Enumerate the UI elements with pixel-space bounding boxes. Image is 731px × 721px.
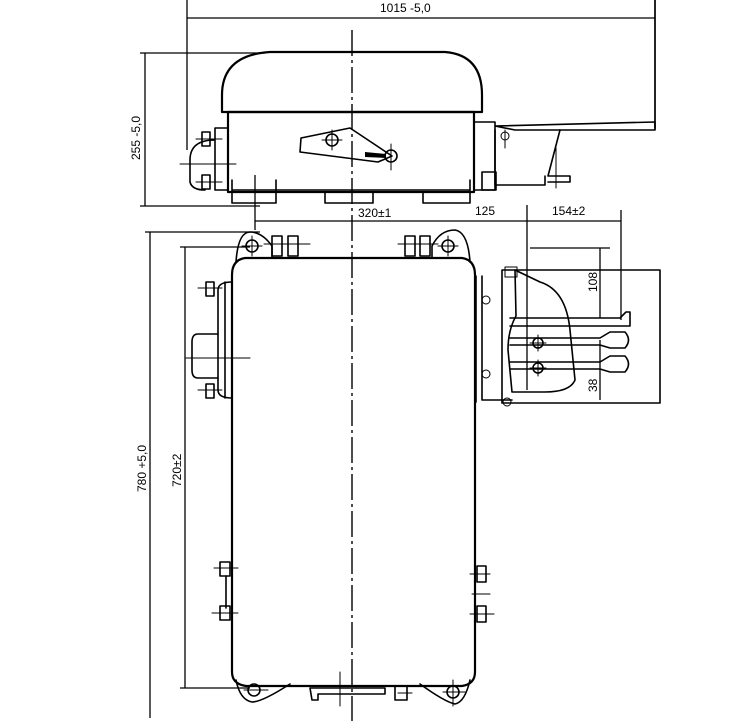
side-bolt-icon	[211, 561, 239, 621]
width-dimensions: 780 +5,0 720±2	[135, 231, 260, 718]
offset-dimensions: 320±1 125 154±2	[254, 175, 622, 390]
lifting-lug	[235, 679, 291, 703]
bolt-icon	[195, 174, 223, 190]
side-bolt-icon	[469, 565, 495, 623]
terminal-box-bolt	[481, 295, 491, 305]
left-cover-plate	[191, 333, 219, 379]
mounting-offset-label: 320±1	[358, 206, 392, 220]
terminal-lug	[509, 355, 630, 373]
terminal-box-bolt	[502, 397, 512, 407]
terminal-spacing-upper-label: 108	[586, 272, 600, 292]
bolt-icon	[197, 383, 223, 399]
left-flange	[189, 127, 229, 191]
bolt-icon	[195, 131, 223, 147]
top-body	[230, 256, 477, 688]
lifting-lug	[431, 229, 471, 263]
side-height-dimension: 255 -5,0	[129, 52, 265, 207]
terminal-box-width-label: 154±2	[552, 204, 586, 218]
bolt-icon	[263, 235, 311, 257]
lifting-lug	[419, 679, 471, 705]
side-height-label: 255 -5,0	[129, 116, 143, 160]
lifting-lug	[235, 231, 273, 263]
side-terminal-bracket	[473, 121, 656, 191]
terminal-box: 108 38	[475, 247, 661, 407]
terminal-spacing-lower-label: 38	[586, 378, 600, 392]
terminal-box-bolt	[481, 369, 491, 379]
overall-width-label: 780 +5,0	[135, 445, 149, 492]
overall-length-dimension: 1015 -5,0	[186, 0, 656, 150]
mounting-width-label: 720±2	[170, 453, 184, 487]
top-view	[185, 229, 495, 707]
terminal-lug	[509, 331, 630, 349]
terminal-offset-label: 125	[475, 204, 495, 218]
side-feet	[231, 179, 471, 204]
bolt-icon	[397, 235, 439, 257]
terminal-lug	[509, 311, 631, 327]
side-view	[179, 0, 656, 204]
side-body	[226, 110, 476, 194]
bolt-icon	[197, 281, 223, 297]
dome-cover	[220, 50, 484, 114]
terminal-box-outline	[501, 269, 661, 404]
bottom-bracket	[309, 687, 386, 701]
overall-length-label: 1015 -5,0	[380, 1, 431, 15]
